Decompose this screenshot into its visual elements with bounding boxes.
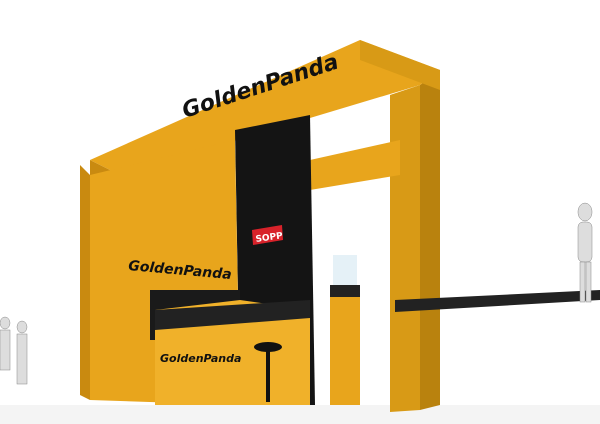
mannequin-right (577, 202, 593, 303)
brand-logo-counter: GoldenPanda (160, 352, 241, 365)
red-sign (252, 225, 283, 245)
mannequins-left (0, 316, 28, 385)
svg-text:SOPP: SOPP (255, 231, 284, 245)
